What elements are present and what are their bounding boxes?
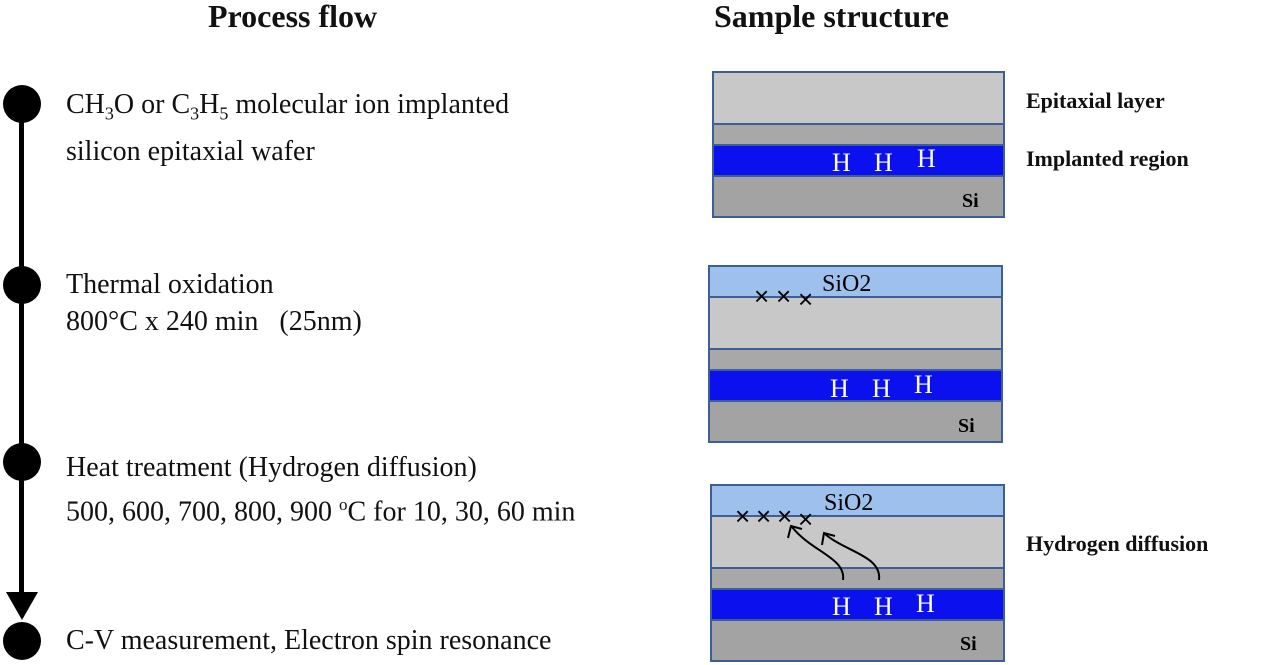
diffusion-arrowhead-icon	[821, 531, 836, 546]
defect-mark: ×	[798, 284, 813, 314]
structure-2: SiO2 × × × H H H Si	[708, 265, 1003, 443]
process-flow-header: Process flow	[208, 0, 378, 34]
epitaxial-layer	[710, 515, 1005, 569]
step-1-line-1: CH3O or C3H5 molecular ion implanted	[66, 89, 510, 124]
step-1-text: CH3O or C3H5 molecular ion implanted sil…	[66, 86, 509, 170]
step-marker-2	[3, 266, 41, 304]
hydrogen-label: H	[914, 370, 933, 399]
si-label: Si	[960, 633, 977, 655]
epitaxial-layer	[712, 71, 1005, 125]
si-substrate	[708, 400, 1003, 443]
hydrogen-label: H	[874, 592, 893, 621]
hydrogen-label: H	[832, 148, 851, 177]
step-3-line-2: 500, 600, 700, 800, 900 oC for 10, 30, 6…	[66, 495, 576, 528]
step-1-line-2: silicon epitaxial wafer	[66, 135, 315, 167]
step-marker-1	[3, 85, 41, 123]
structure-3: SiO2 × × × × H H H Si	[710, 484, 1005, 662]
structure-1: H H H Si	[712, 71, 1005, 218]
hydrogen-label: H	[832, 592, 851, 621]
thin-layer	[712, 123, 1005, 146]
hydrogen-label: H	[874, 148, 893, 177]
flow-line	[19, 104, 24, 599]
diffusion-arrow-icon	[791, 526, 845, 581]
down-arrow-icon	[6, 592, 38, 620]
defect-mark: ×	[776, 281, 791, 311]
hydrogen-label: H	[916, 589, 935, 618]
diffusion-arrowhead-icon	[787, 524, 803, 539]
oxide-label: SiO2	[822, 271, 871, 297]
step-2-text: Thermal oxidation 800°C x 240 min (25nm)	[66, 266, 362, 340]
step-3-text: Heat treatment (Hydrogen diffusion) 500,…	[66, 449, 575, 530]
diffusion-arrow-icon	[824, 533, 881, 581]
si-substrate	[712, 175, 1005, 218]
defect-mark: ×	[798, 504, 813, 534]
hydrogen-label: H	[872, 374, 891, 403]
thin-layer	[710, 567, 1005, 590]
hydrogen-label: H	[917, 144, 936, 173]
defect-mark: ×	[735, 501, 750, 531]
defect-mark: ×	[777, 501, 792, 531]
implanted-region	[710, 588, 1005, 621]
thin-layer	[708, 348, 1003, 371]
epitaxial-layer	[708, 296, 1003, 350]
step-4-line-1: C-V measurement, Electron spin resonance	[66, 625, 552, 656]
sample-structure-header: Sample structure	[714, 0, 949, 34]
defect-mark: ×	[754, 281, 769, 311]
implanted-region	[712, 144, 1005, 177]
hydrogen-label: H	[830, 374, 849, 403]
implanted-region	[708, 369, 1003, 402]
step-2-line-1: Thermal oxidation	[66, 269, 274, 300]
oxide-layer	[710, 484, 1005, 517]
step-4-text: C-V measurement, Electron spin resonance	[66, 622, 551, 659]
step-marker-3	[3, 443, 41, 481]
si-substrate	[710, 619, 1005, 662]
si-label: Si	[962, 190, 979, 212]
oxide-label: SiO2	[824, 490, 873, 516]
step-2-line-2: 800°C x 240 min (25nm)	[66, 306, 362, 337]
hydrogen-diffusion-label: Hydrogen diffusion	[1026, 531, 1209, 556]
implanted-region-label: Implanted region	[1026, 146, 1189, 171]
defect-mark: ×	[756, 501, 771, 531]
oxide-layer	[708, 265, 1003, 298]
epitaxial-layer-label: Epitaxial layer	[1026, 88, 1165, 113]
step-marker-4	[3, 622, 41, 660]
si-label: Si	[958, 415, 975, 437]
step-3-line-1: Heat treatment (Hydrogen diffusion)	[66, 452, 477, 483]
